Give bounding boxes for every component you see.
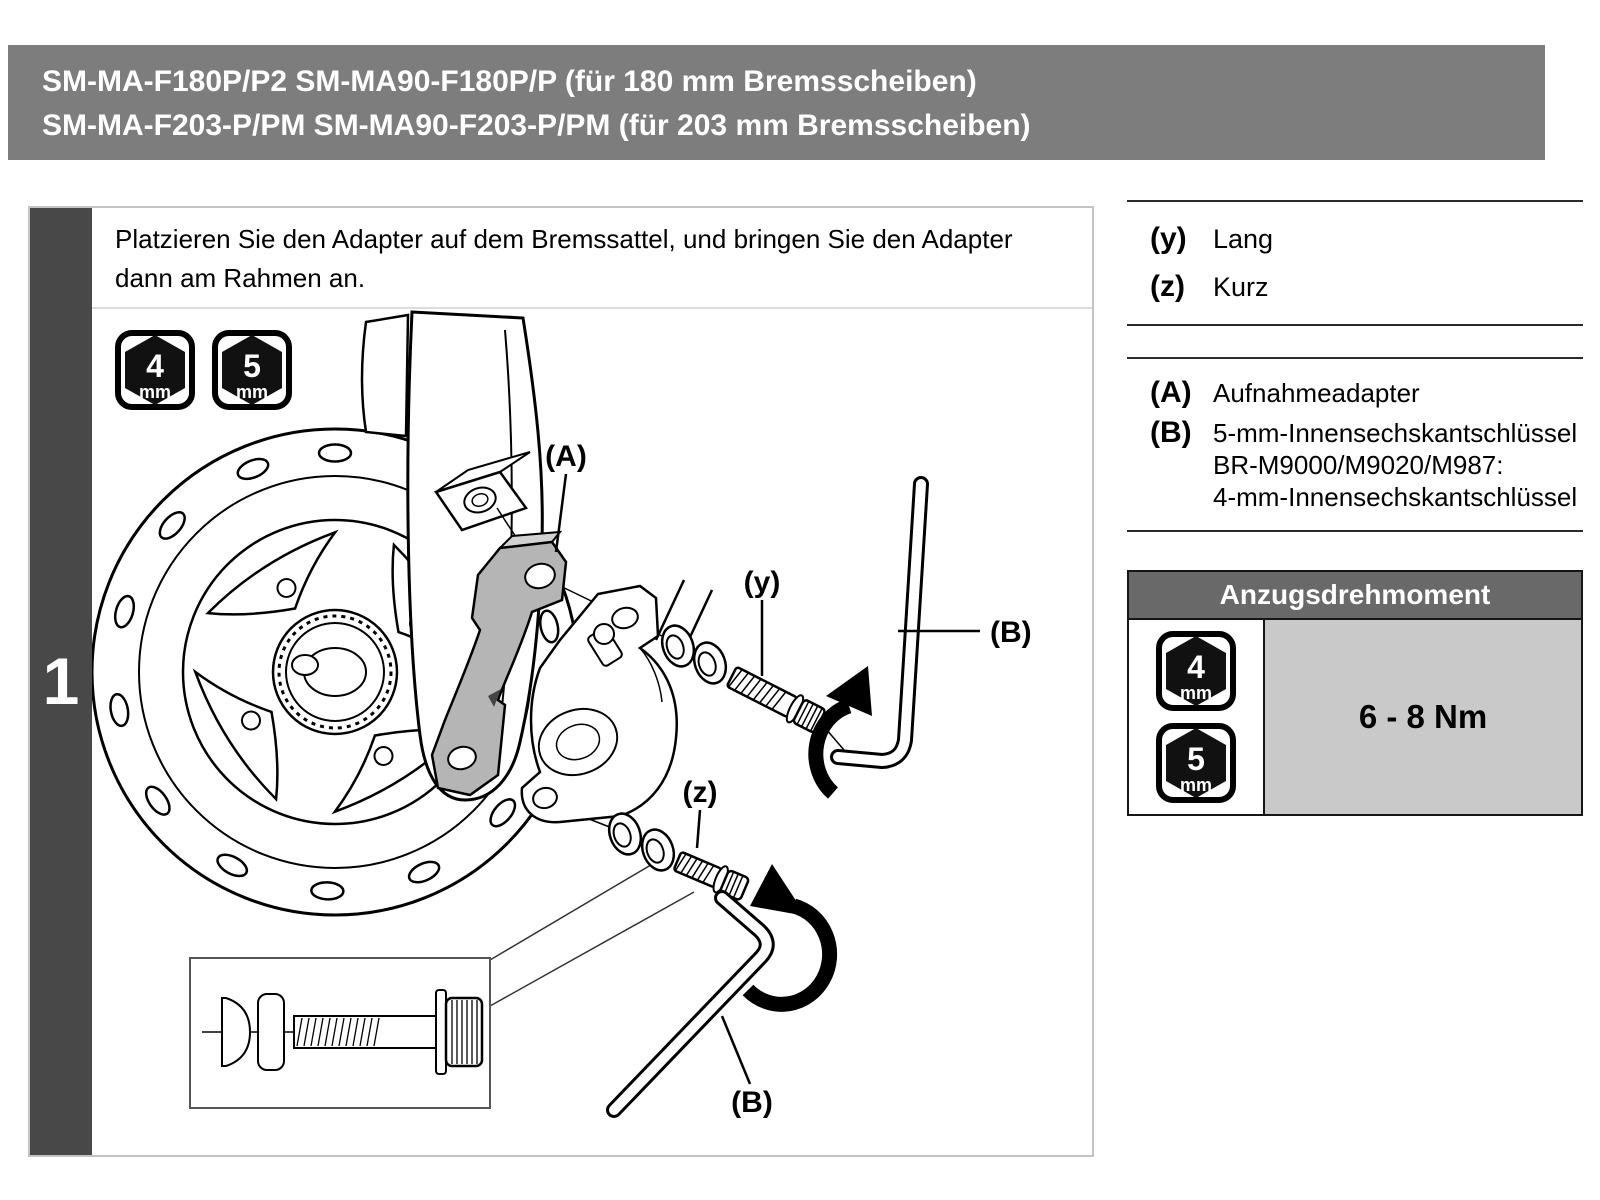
torque-tools-cell: 4 mm 5 mm [1129,620,1265,814]
torque-hex-4mm-icon: 4 mm [1156,631,1236,711]
hex-key-4mm-icon: 4 mm [115,330,195,410]
hex-wrench-upper [830,476,929,769]
short-bolt-assembly [602,807,750,901]
svg-text:5: 5 [1187,741,1205,777]
legend-label-y: Lang [1213,224,1274,254]
label-bolt-long: (y) [744,566,781,599]
legend-b-line2: BR-M9000/M9020/M987: [1213,450,1504,480]
exploded-diagram: (A) (y) (B) (z) (B) [92,310,1032,1119]
label-adapter: (A) [545,440,587,473]
legend-row-b: (B) 5-mm-Innensechskantschlüssel BR-M900… [1150,416,1577,513]
label-bolt-short: (z) [683,776,718,809]
torque-value: 6 - 8 Nm [1265,620,1581,814]
legend-b-line3: 4-mm-Innensechskantschlüssel [1213,482,1578,512]
mount-boss-illustration [434,451,531,532]
legend-rule-bottom [1127,530,1583,532]
torque-hex-5mm-icon: 5 mm [1156,723,1236,803]
adapter-body [430,540,568,797]
svg-text:4: 4 [146,348,164,384]
legend-rule-mid2 [1127,357,1583,359]
rotation-arrow-lower [742,864,838,1012]
svg-text:mm: mm [1180,683,1212,703]
hex-key-5mm-icon: 5 mm [212,330,292,410]
legend-rule-top [1127,200,1583,202]
legend-row-z: (z) Kurz [1150,270,1269,304]
svg-text:4: 4 [1187,649,1205,685]
step-instruction: Platzieren Sie den Adapter auf dem Brems… [115,224,1013,293]
legend-label-a: Aufnahmeadapter [1213,378,1420,408]
rotation-arrow-upper [808,666,872,799]
torque-table-body: 4 mm 5 mm 6 - 8 Nm [1129,620,1581,814]
legend-rule-mid1 [1127,324,1583,326]
legend-key-a: (A) [1150,376,1192,409]
diagram-labels: (A) (y) (B) (z) (B) [545,440,1031,1119]
svg-text:mm: mm [139,382,171,402]
label-wrench-upper: (B) [990,616,1032,649]
svg-text:5: 5 [243,348,261,384]
legend-label-z: Kurz [1213,272,1269,302]
step-number-bar: 1 [30,208,92,1155]
legend-row-a: (A) Aufnahmeadapter [1150,376,1420,410]
model-banner: SM-MA-F180P/P2 SM-MA90-F180P/P (für 180 … [8,45,1545,160]
legend-key-y: (y) [1150,222,1187,255]
step-number: 1 [42,644,80,718]
torque-table: Anzugsdrehmoment 4 mm 5 mm 6 - 8 Nm [1127,570,1583,816]
model-banner-line1: SM-MA-F180P/P2 SM-MA90-F180P/P (für 180 … [42,65,977,98]
model-banner-line2: SM-MA-F203-P/PM SM-MA90-F203-P/PM (für 2… [42,109,1031,142]
legend-row-y: (y) Lang [1150,222,1273,256]
instruction-divider [92,307,1092,309]
svg-text:mm: mm [1180,775,1212,795]
legend-label-b: 5-mm-Innensechskantschlüssel BR-M9000/M9… [1213,417,1577,513]
legend-b-line1: 5-mm-Innensechskantschlüssel [1213,418,1578,448]
label-wrench-lower: (B) [731,1086,773,1119]
caliper-illustration [520,584,678,824]
legend-key-b: (B) [1150,416,1192,449]
long-bolt-assembly [655,619,826,733]
svg-text:mm: mm [236,382,268,402]
adapter-illustration [430,530,568,797]
legend-key-z: (z) [1150,270,1185,303]
hex-wrench-lower [606,890,775,1118]
step-box: 1 Platzieren Sie den Adapter auf dem Bre… [28,206,1094,1157]
torque-table-header: Anzugsdrehmoment [1129,572,1581,620]
inset-callout-lines [489,855,695,1007]
bolt-detail-inset [189,957,491,1109]
